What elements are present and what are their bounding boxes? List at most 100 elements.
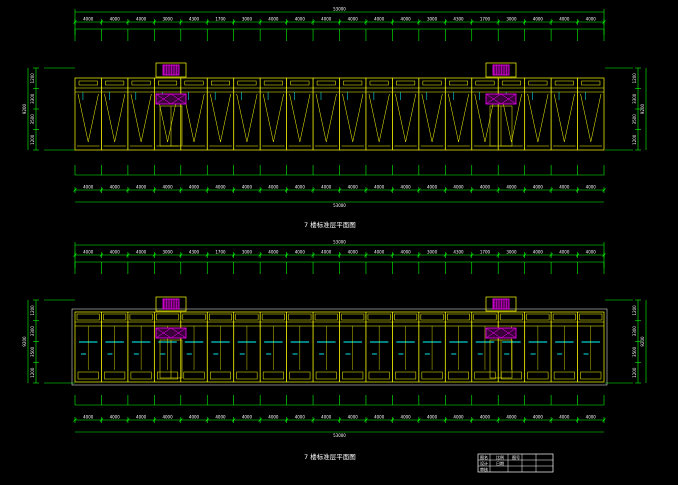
window-opening [528, 80, 548, 86]
bottom-dimension-label: 4000 [83, 415, 94, 420]
top-dimension-label: 3000 [506, 250, 517, 255]
shopfront-bay [448, 371, 469, 380]
top-dimension-label: 4000 [295, 17, 306, 22]
left-dimension-label: 3500 [30, 114, 35, 125]
bottom-dimension-slash [575, 188, 580, 192]
top-dimension-label: 4000 [268, 17, 279, 22]
bottom-dimension-label: 4000 [162, 185, 173, 190]
top-dimension-label: 4000 [374, 250, 385, 255]
top-dimension-slash [231, 253, 236, 257]
elevator-shaft [485, 327, 517, 339]
top-dimension-slash [126, 20, 130, 24]
top-dimension-slash [179, 20, 183, 24]
top-dimension-slash [205, 253, 209, 257]
room-diagonal [130, 93, 152, 143]
shopfront-bay [262, 371, 284, 380]
bottom-dimension-slash [549, 188, 553, 192]
room-diagonal [157, 93, 179, 143]
top-dimension-slash [364, 20, 368, 24]
bottom-dimension-label: 4000 [83, 185, 94, 190]
top-dimension-slash [152, 253, 157, 257]
bottom-dimension-slash [179, 418, 183, 422]
bottom-dimension-slash [602, 188, 606, 192]
top-dimension-slash [443, 20, 448, 24]
bottom-dimension-slash [258, 418, 262, 422]
right-dimension-label: 3500 [632, 346, 637, 357]
bottom-dimension-slash [390, 188, 395, 192]
window-opening [579, 313, 603, 321]
top-dimension-label: 3000 [162, 17, 173, 22]
top-dimension-slash [205, 20, 209, 24]
elevator-shaft [485, 93, 517, 105]
window-opening [261, 313, 285, 321]
window-opening [473, 313, 497, 321]
bottom-dimension-label: 4000 [348, 415, 359, 420]
window-opening [367, 313, 391, 321]
bottom-dimension-slash [205, 418, 209, 422]
bottom-dimension-label: 4000 [401, 415, 412, 420]
bottom-dimension-slash [231, 418, 236, 422]
room-diagonal [421, 93, 443, 143]
bottom-dimension-label: 4000 [189, 185, 200, 190]
room-diagonal [342, 93, 364, 143]
window-opening [475, 80, 495, 86]
left-dimension-label: 1200 [30, 73, 35, 84]
window-opening [182, 313, 206, 321]
bottom-dimension-label: 4000 [453, 415, 464, 420]
top-dimension-label: 3000 [506, 17, 517, 22]
right-dimension-label: 3300 [632, 326, 637, 337]
bottom-dimension-slash [364, 418, 368, 422]
bottom-dimension-label: 4000 [162, 415, 173, 420]
elevator-shaft [155, 93, 187, 105]
title-block-cell: 日期 [496, 460, 504, 466]
window-opening [316, 80, 336, 86]
shopfront-bay [395, 371, 417, 380]
bottom-dimension-slash [152, 418, 157, 422]
window-opening [420, 313, 444, 321]
window-opening [237, 80, 257, 86]
shopfront-bay [210, 371, 231, 380]
bottom-dimension-label: 4000 [401, 185, 412, 190]
window-opening [209, 313, 232, 321]
outer-frame [71, 308, 608, 386]
room-diagonal [262, 93, 284, 143]
top-dimension-slash [496, 20, 500, 24]
bottom-dimension-slash [522, 418, 527, 422]
top-dimension-slash [311, 20, 315, 24]
bottom-dimension-label: 4000 [215, 185, 226, 190]
bottom-dimension-slash [337, 418, 342, 422]
window-opening [129, 313, 153, 321]
bottom-dimension-slash [417, 418, 421, 422]
bottom-dimension-label: 4000 [480, 415, 491, 420]
window-opening [341, 313, 365, 321]
bottom-dimension-slash [470, 188, 474, 192]
top-dimension-label: 4000 [321, 250, 332, 255]
room-diagonal [77, 93, 99, 143]
bottom-dimension-label: 4000 [480, 185, 491, 190]
right-overall-label: 9200 [640, 103, 645, 114]
bottom-dimension-slash [311, 418, 315, 422]
title-block-table: 图名比例图号设计日期审核 [477, 453, 554, 473]
window-opening [314, 313, 338, 321]
window-opening [449, 80, 468, 86]
top-dimension-slash [602, 253, 606, 257]
window-opening [156, 313, 180, 321]
window-opening [499, 313, 523, 321]
top-dimension-slash [602, 20, 606, 24]
left-dimension-label: 3300 [30, 326, 35, 337]
bottom-dimension-slash [99, 188, 104, 192]
bottom-dimension-label: 4000 [295, 185, 306, 190]
bottom-dimension-label: 4000 [427, 415, 438, 420]
room-diagonal [183, 93, 205, 143]
elevator-cross [170, 93, 187, 105]
window-opening [290, 80, 310, 86]
bottom-dimension-label: 4000 [533, 185, 544, 190]
window-opening [131, 80, 151, 86]
top-dimension-slash [152, 20, 157, 24]
window-opening [501, 80, 521, 86]
shopfront-bay [157, 371, 179, 380]
room-diagonal [104, 93, 126, 143]
top-dimension-label: 4000 [110, 250, 121, 255]
